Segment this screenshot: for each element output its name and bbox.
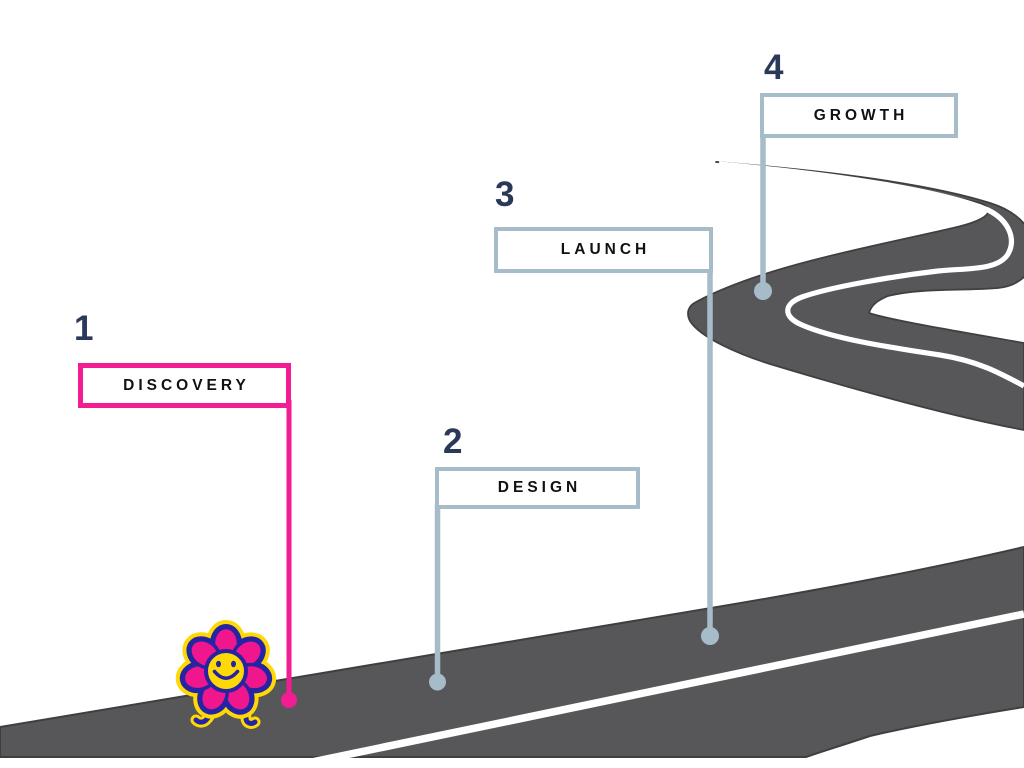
smiley-flower-character bbox=[181, 628, 271, 729]
milestone-4-number: 4 bbox=[764, 48, 785, 87]
milestone-1-marker-dot bbox=[281, 692, 297, 708]
milestone-1-label: DISCOVERY bbox=[123, 376, 250, 394]
road-lower-segment bbox=[0, 546, 1024, 758]
milestone-3-marker-dot bbox=[701, 627, 719, 645]
road-lower-center-line bbox=[282, 610, 1024, 768]
flower-face bbox=[204, 649, 248, 693]
flower-eye-right bbox=[231, 660, 236, 668]
road-upper-center-line bbox=[718, 161, 1024, 389]
milestone-2-label: DESIGN bbox=[497, 479, 582, 496]
flower-smile bbox=[212, 669, 240, 681]
milestone-4-label: GROWTH bbox=[813, 106, 909, 124]
road-upper-segment bbox=[687, 161, 1024, 431]
milestone-2-marker-dot bbox=[429, 673, 446, 691]
milestone-1-number: 1 bbox=[74, 309, 95, 348]
milestone-1-label-box: DISCOVERY bbox=[78, 363, 291, 408]
milestone-4-label-box: GROWTH bbox=[760, 93, 958, 138]
milestone-3-number: 3 bbox=[495, 175, 516, 214]
milestone-2-number: 2 bbox=[443, 422, 464, 461]
milestone-3-label-box: LAUNCH bbox=[494, 227, 713, 273]
flower-eye-left bbox=[216, 660, 221, 668]
milestone-3-label: LAUNCH bbox=[560, 241, 651, 258]
milestone-4-marker-dot bbox=[754, 282, 772, 300]
flower-face-features bbox=[212, 660, 240, 681]
milestone-2-label-box: DESIGN bbox=[435, 467, 640, 509]
